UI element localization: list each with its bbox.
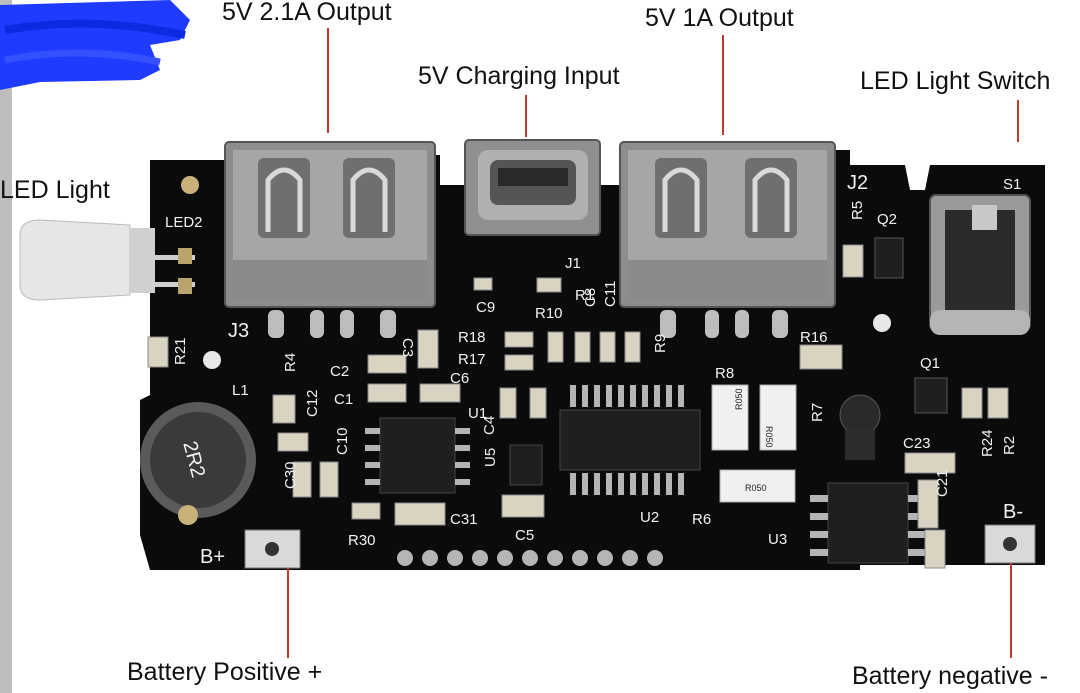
redaction-scribble: [0, 0, 190, 90]
label-s1: S1: [1003, 176, 1021, 193]
label-q2: Q2: [877, 211, 897, 228]
callout-output-2-1a: 5V 2.1A Output: [222, 0, 392, 26]
usb-port-2-1a: [224, 141, 436, 308]
leader-battery-positive: [287, 568, 289, 658]
label-c30: C30: [282, 461, 299, 489]
leader-charging-input: [525, 95, 527, 137]
led-component: [19, 219, 195, 301]
label-r10: R10: [535, 305, 563, 322]
label-c23: C23: [903, 435, 931, 452]
r050-b-marking: R050: [764, 426, 774, 448]
label-r24: R24: [979, 429, 996, 457]
transistor-q1: [914, 377, 948, 414]
mount-hole: [873, 314, 891, 332]
label-c9: C9: [476, 299, 495, 316]
leader-output-1a: [722, 35, 724, 135]
callout-battery-negative: Battery negative -: [852, 662, 1048, 690]
label-c11: C11: [602, 281, 619, 307]
label-b-plus: B+: [200, 546, 225, 568]
square-component: [845, 430, 875, 460]
callout-led-light: LED Light: [0, 176, 110, 204]
label-r5: R5: [849, 201, 866, 220]
usb-port-1a: [619, 141, 836, 308]
label-r16: R16: [800, 329, 828, 346]
bottom-pin-row: [397, 550, 663, 566]
round-component: [839, 394, 881, 436]
label-c4: C4: [481, 416, 498, 435]
micro-usb-input: [464, 139, 601, 236]
label-c31: C31: [450, 511, 478, 528]
inductor: 2R2: [140, 402, 256, 525]
callout-charging-input: 5V Charging Input: [418, 62, 620, 90]
callout-led-switch: LED Light Switch: [860, 67, 1051, 95]
label-c1: C1: [334, 391, 353, 408]
ic-u5: [509, 444, 543, 486]
label-c5: C5: [515, 527, 534, 544]
ic-u1: [365, 417, 470, 494]
label-r6: R6: [692, 511, 711, 528]
label-u2: U2: [640, 509, 659, 526]
label-c2: C2: [330, 363, 349, 380]
label-c8: C8: [582, 288, 599, 307]
label-r30: R30: [348, 532, 376, 549]
label-j1: J1: [565, 255, 581, 272]
leader-led-switch: [1017, 100, 1019, 142]
callout-output-1a: 5V 1A Output: [645, 4, 794, 32]
label-q1: Q1: [920, 355, 940, 372]
main-ic: [559, 385, 701, 495]
callout-battery-positive: Battery Positive +: [127, 658, 323, 686]
label-r17: R17: [458, 351, 486, 368]
label-r2: R2: [1001, 436, 1018, 455]
label-r21: R21: [172, 337, 189, 365]
current-sense-resistors: R050 R050 R050: [711, 384, 797, 503]
label-c10: C10: [334, 427, 351, 455]
label-c3: C3: [399, 338, 416, 357]
label-r8: R8: [715, 365, 734, 382]
label-l1: L1: [232, 382, 249, 399]
mount-hole: [203, 351, 221, 369]
usb-pins: [268, 310, 788, 338]
leader-battery-negative: [1010, 563, 1012, 658]
silkscreen-labels: LED2 J3 J1 J2 S1 Q2 Q1 R5 R21 L1 R4 C12 …: [165, 172, 1023, 568]
label-j2: J2: [847, 172, 868, 194]
via-pad: [181, 176, 199, 194]
label-u1: U1: [468, 405, 487, 422]
label-b-minus: B-: [1003, 501, 1023, 523]
label-u5: U5: [482, 448, 499, 467]
label-r18: R18: [458, 329, 486, 346]
label-u3: U3: [768, 531, 787, 548]
label-c21: C21: [934, 469, 951, 497]
smd-components: [147, 244, 1009, 569]
label-r4: R4: [282, 353, 299, 372]
transistor-q2: [874, 237, 904, 279]
left-edge-strip: [0, 0, 12, 693]
slide-switch: [929, 194, 1031, 335]
label-r1: R1: [575, 287, 594, 304]
label-led2: LED2: [165, 214, 203, 231]
r050-a-marking: R050: [734, 388, 744, 410]
label-c12: C12: [304, 389, 321, 417]
label-j3: J3: [228, 320, 249, 342]
label-r9: R9: [652, 334, 669, 353]
label-r7: R7: [809, 403, 826, 422]
r050-c-marking: R050: [745, 483, 767, 493]
ic-u3: [810, 482, 926, 564]
label-c6: C6: [450, 370, 469, 387]
leader-output-21a: [327, 28, 329, 133]
